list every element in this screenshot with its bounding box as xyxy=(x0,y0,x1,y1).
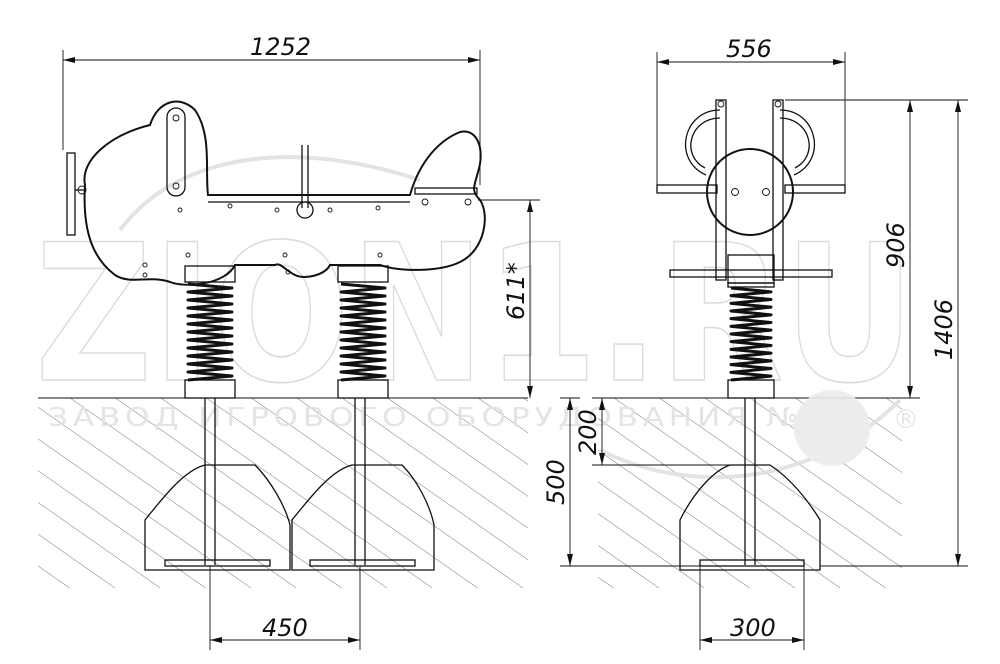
watermark-ball xyxy=(794,390,870,466)
dim-embed-top: 200 xyxy=(574,409,602,455)
spring-mount-right xyxy=(337,265,389,283)
rear-footrest xyxy=(414,187,478,195)
ring-left xyxy=(690,117,721,169)
watermark-swoosh-top xyxy=(118,155,421,232)
springs xyxy=(186,282,773,382)
watermark: ZION1.RU ЗАВОД ИГРОВОГО ОБОРУДОВАНИЯ №1 … xyxy=(34,155,923,480)
spring-left xyxy=(186,282,234,382)
dim-footing-width: 300 xyxy=(730,614,776,642)
dim-embed-depth: 500 xyxy=(542,459,570,505)
footing-left xyxy=(144,464,291,571)
ring-right xyxy=(779,117,810,169)
rocker-body-outline xyxy=(83,100,486,286)
handle-plate-right xyxy=(784,184,846,194)
front-view xyxy=(656,99,846,571)
dim-spring-spacing: 450 xyxy=(262,614,308,642)
watermark-registered: ® xyxy=(893,405,923,435)
watermark-tagline: ЗАВОД ИГРОВОГО ОБОРУДОВАНИЯ №1 xyxy=(48,403,828,433)
front-footrest xyxy=(669,269,833,278)
dim-above-ground: 906 xyxy=(882,222,910,268)
bar-left xyxy=(715,99,727,281)
body-bolts xyxy=(142,198,472,278)
dim-overall-length: 1252 xyxy=(250,33,311,61)
side-view xyxy=(66,100,486,286)
handle-plate-left xyxy=(656,184,718,194)
dimension-arrows xyxy=(63,57,961,643)
footing-right xyxy=(291,464,435,571)
front-handle-plate xyxy=(66,152,76,236)
dim-total-height: 1406 xyxy=(930,299,958,360)
spring-right xyxy=(339,282,387,382)
head-handle xyxy=(166,107,186,197)
eye-bolt xyxy=(77,185,87,195)
spring-front xyxy=(729,286,773,382)
foundations-left xyxy=(144,379,435,571)
dim-overall-width: 556 xyxy=(726,35,772,63)
head-circle xyxy=(706,148,794,236)
dim-seat-height: 611* xyxy=(502,262,530,320)
spring-mount-left xyxy=(184,265,236,283)
soil-left xyxy=(38,397,528,588)
footing-front xyxy=(679,464,821,571)
bar-right xyxy=(772,99,784,281)
